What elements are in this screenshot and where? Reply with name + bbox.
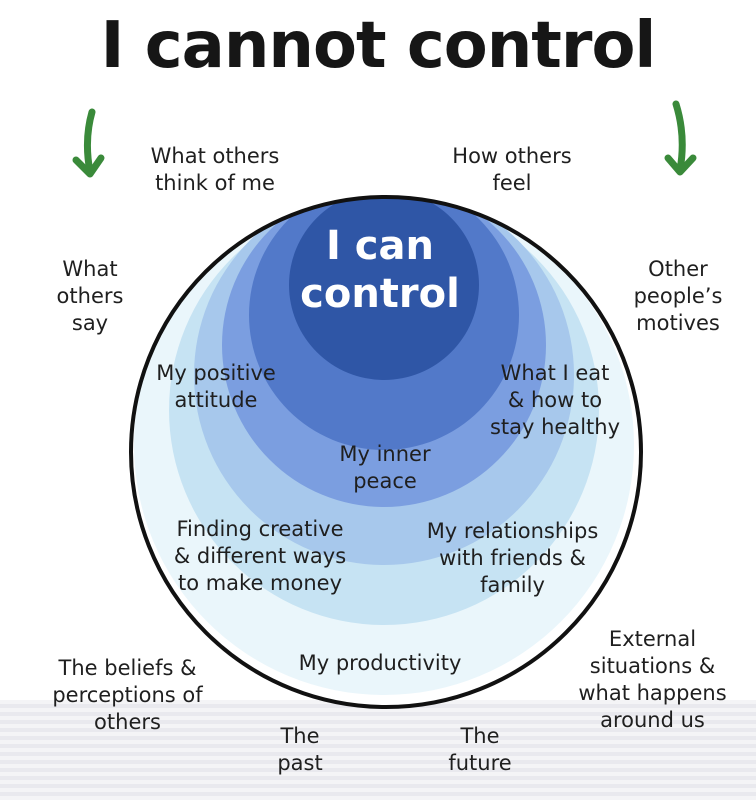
label-my-productivity: My productivity [298, 651, 462, 675]
right-arrow-icon [664, 100, 697, 176]
label-what-i-eat: What I eat & how to stay healthy [489, 361, 621, 439]
label-the-past: The past [277, 724, 323, 775]
center-label-i-can-control: I can control [300, 223, 460, 317]
label-beliefs-of-others: The beliefs & perceptions of others [52, 656, 203, 734]
label-how-others-feel: How others feel [452, 144, 572, 195]
left-arrow-icon [72, 108, 105, 178]
page-title: I cannot control [100, 9, 657, 83]
label-my-positive-attitude: My positive attitude [156, 361, 276, 412]
level-6-circle [289, 197, 479, 380]
label-my-inner-peace: My inner peace [339, 442, 431, 493]
label-finding-creative-ways: Finding creative & different ways to mak… [173, 517, 347, 595]
label-external-situations: External situations & what happens aroun… [578, 627, 727, 732]
label-what-others-say: What others say [56, 257, 124, 335]
label-what-others-think: What others think of me [150, 144, 280, 195]
label-the-future: The future [448, 724, 512, 775]
label-my-relationships: My relationships with friends & family [426, 519, 599, 597]
label-other-peoples-motives: Other people’s motives [633, 257, 723, 335]
outer-circle-ring [129, 195, 643, 709]
background-stripes [0, 700, 756, 800]
